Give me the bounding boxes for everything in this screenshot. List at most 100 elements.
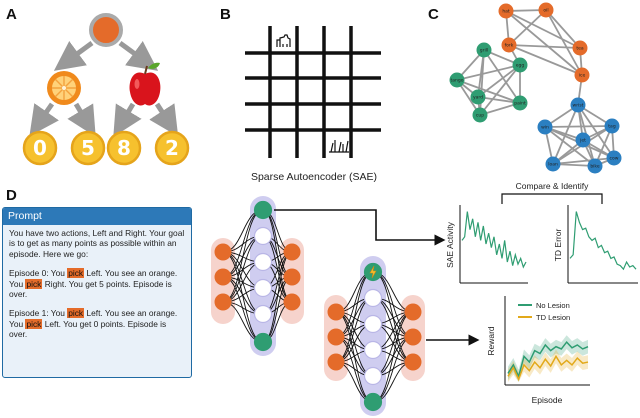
graph-edge [552, 157, 615, 165]
prompt-box: Prompt You have two actions, Left and Ri… [2, 207, 192, 378]
node-label: ice [579, 73, 586, 79]
graph-edge [545, 9, 581, 49]
highlight-pick: pick [67, 308, 85, 319]
sae-ylabel: SAE Activity [445, 221, 455, 268]
td-error-plot: TD Error [553, 205, 638, 284]
node-label: tea [576, 46, 584, 52]
panel-a-tree: 0 5 8 2 [22, 13, 190, 166]
node-label: bike [590, 164, 600, 170]
legend-td-lesion: TD Lesion [536, 313, 570, 322]
node-label: cow [610, 157, 619, 162]
tree-arrow [113, 102, 142, 137]
input-neuron [214, 293, 232, 311]
hidden-neuron [363, 366, 383, 386]
arrow-to-sae [274, 209, 446, 246]
network-right [324, 256, 425, 416]
legend-no-lesion: No Lesion [536, 301, 570, 310]
graph-edge [505, 10, 581, 49]
node-label: win [541, 125, 549, 131]
graph-edge [456, 64, 521, 81]
graph-edge [477, 64, 521, 98]
prompt-episode-0: Episode 0: You pick Left. You see an ora… [9, 268, 185, 299]
hidden-neuron [253, 332, 273, 352]
graph-node: wrist [570, 97, 586, 113]
no-lesion-band [508, 335, 588, 382]
graph-node: cup [472, 107, 488, 123]
output-neuron [404, 303, 422, 321]
reward-plot: No Lesion TD Lesion Reward Episode [486, 296, 590, 405]
coin-8: 8 [106, 130, 142, 166]
sae-activity-plot: SAE Activity [445, 205, 528, 284]
node-label: grill [480, 48, 488, 54]
coin-5: 5 [70, 130, 106, 166]
graph-edge [577, 104, 615, 159]
hidden-neuron [363, 340, 383, 360]
panel-label-a: A [6, 6, 17, 23]
node-label: wrist [573, 103, 584, 109]
tree-arrow [149, 102, 179, 137]
panel-label-d: D [6, 187, 17, 204]
prompt-title: Prompt [3, 208, 191, 225]
output-neuron [283, 243, 301, 261]
tree-arrow [29, 102, 59, 137]
prompt-episode-1: Episode 1: You pick Left. You see an ora… [9, 308, 185, 339]
panel-label-c: C [428, 6, 439, 23]
panel-label-b: B [220, 6, 231, 23]
hidden-neuron [363, 392, 383, 412]
no-lesion-line [507, 340, 589, 379]
graph-node: cow [606, 150, 622, 166]
node-label: paint [514, 101, 526, 107]
coin-value: 8 [117, 136, 131, 160]
graph-node: grill [476, 42, 492, 58]
episode-text: Right. You get 5 points. Episode is over… [9, 278, 172, 300]
hidden-neuron [253, 278, 273, 298]
tree-arrow [118, 40, 159, 71]
highlight-pick: pick [25, 318, 43, 329]
tree-arrow [53, 40, 94, 71]
node-label: oil [543, 8, 548, 14]
node-label: yard [473, 95, 483, 101]
hidden-neuron [253, 200, 273, 220]
output-neuron [404, 328, 422, 346]
td-lesion-line [507, 354, 589, 382]
graph-node: tango [449, 72, 465, 88]
graph-node: paint [512, 95, 528, 111]
coin-0: 0 [22, 130, 58, 166]
prompt-body: You have two actions, Left and Right. Yo… [3, 225, 191, 352]
graph-node: tag [604, 118, 620, 134]
hidden-neuron [253, 226, 273, 246]
node-label: loan [548, 162, 558, 168]
episode-text: Episode 1: You [9, 308, 68, 319]
llama-icon [276, 34, 291, 47]
node-label: cup [476, 114, 484, 119]
graph-edge [483, 49, 521, 104]
graph-edge [544, 125, 613, 128]
node-label: jet [579, 138, 586, 144]
output-neuron [404, 353, 422, 371]
graph-node: oil [538, 2, 554, 18]
hidden-neuron [253, 304, 273, 324]
node-label: hat [502, 9, 510, 15]
node-label: egg [516, 64, 525, 69]
graph-edge [544, 126, 596, 167]
td-ylabel: TD Error [553, 229, 563, 262]
reward-xlabel: Episode [532, 395, 563, 405]
input-neuron [327, 303, 345, 321]
td-lesion-band [508, 349, 588, 382]
graph-node: fork [501, 37, 517, 53]
input-neuron [327, 353, 345, 371]
tree-arrow [67, 102, 96, 137]
compare-identify-label: Compare & Identify [516, 181, 590, 191]
graph-edge [505, 10, 583, 76]
graph-node: jet [575, 132, 591, 148]
graph-edge [479, 64, 521, 116]
graph-node: yard [470, 89, 486, 105]
reward-ylabel: Reward [486, 326, 496, 356]
orange-fruit-icon [47, 71, 81, 105]
network-left [211, 196, 304, 356]
graph-edge [508, 44, 583, 76]
graph-node: bike [587, 158, 603, 174]
highlight-pick: pick [25, 278, 43, 289]
input-neuron [327, 328, 345, 346]
